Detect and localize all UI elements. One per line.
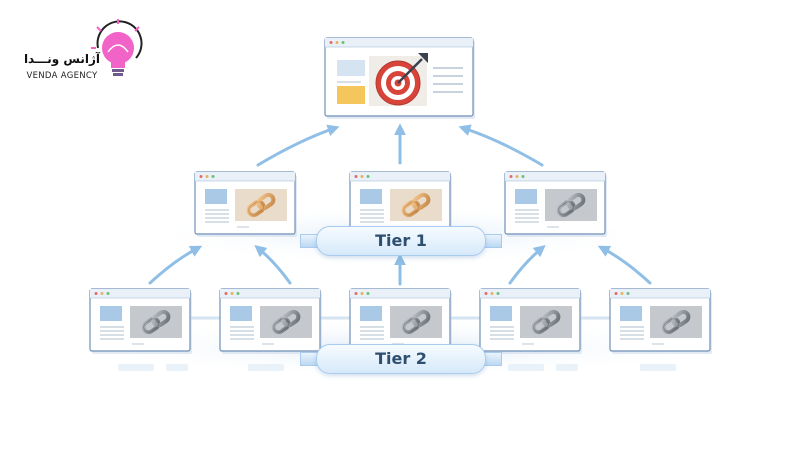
chain-link-icon (556, 192, 586, 218)
tier-2-window (89, 288, 192, 354)
lightbulb-icon (91, 19, 143, 76)
tier-1-window (349, 171, 452, 237)
target-icon (375, 53, 428, 106)
tier-1-label: Tier 1 (316, 226, 486, 256)
arrow (256, 124, 340, 167)
arrow (458, 124, 544, 167)
chain-link-icon (401, 192, 431, 218)
logo-name-en: VENDA AGENCY (26, 71, 98, 81)
tier-1-window (504, 171, 607, 237)
tier-2-window (479, 288, 582, 354)
arrow (148, 245, 203, 285)
arrows (148, 123, 652, 286)
chain-link-icon (271, 309, 301, 335)
logo-name-fa: آژانس ونـــدا (23, 52, 101, 66)
target-page-window (324, 37, 475, 119)
browser-windows (89, 37, 712, 354)
chain-link-icon (141, 309, 171, 335)
tier-1-window (194, 171, 297, 237)
chain-link-icon (246, 192, 276, 218)
arrow (597, 245, 652, 285)
venda-agency-logo: آژانس ونـــدا VENDA AGENCY (10, 16, 150, 96)
chain-link-icon (401, 309, 431, 335)
chain-link-icon (531, 309, 561, 335)
tier-2-label: Tier 2 (316, 344, 486, 374)
arrow (508, 244, 546, 285)
chain-link-icon (661, 309, 691, 335)
tier-2-window (609, 288, 712, 354)
arrow (254, 244, 292, 285)
tier-2-window (219, 288, 322, 354)
